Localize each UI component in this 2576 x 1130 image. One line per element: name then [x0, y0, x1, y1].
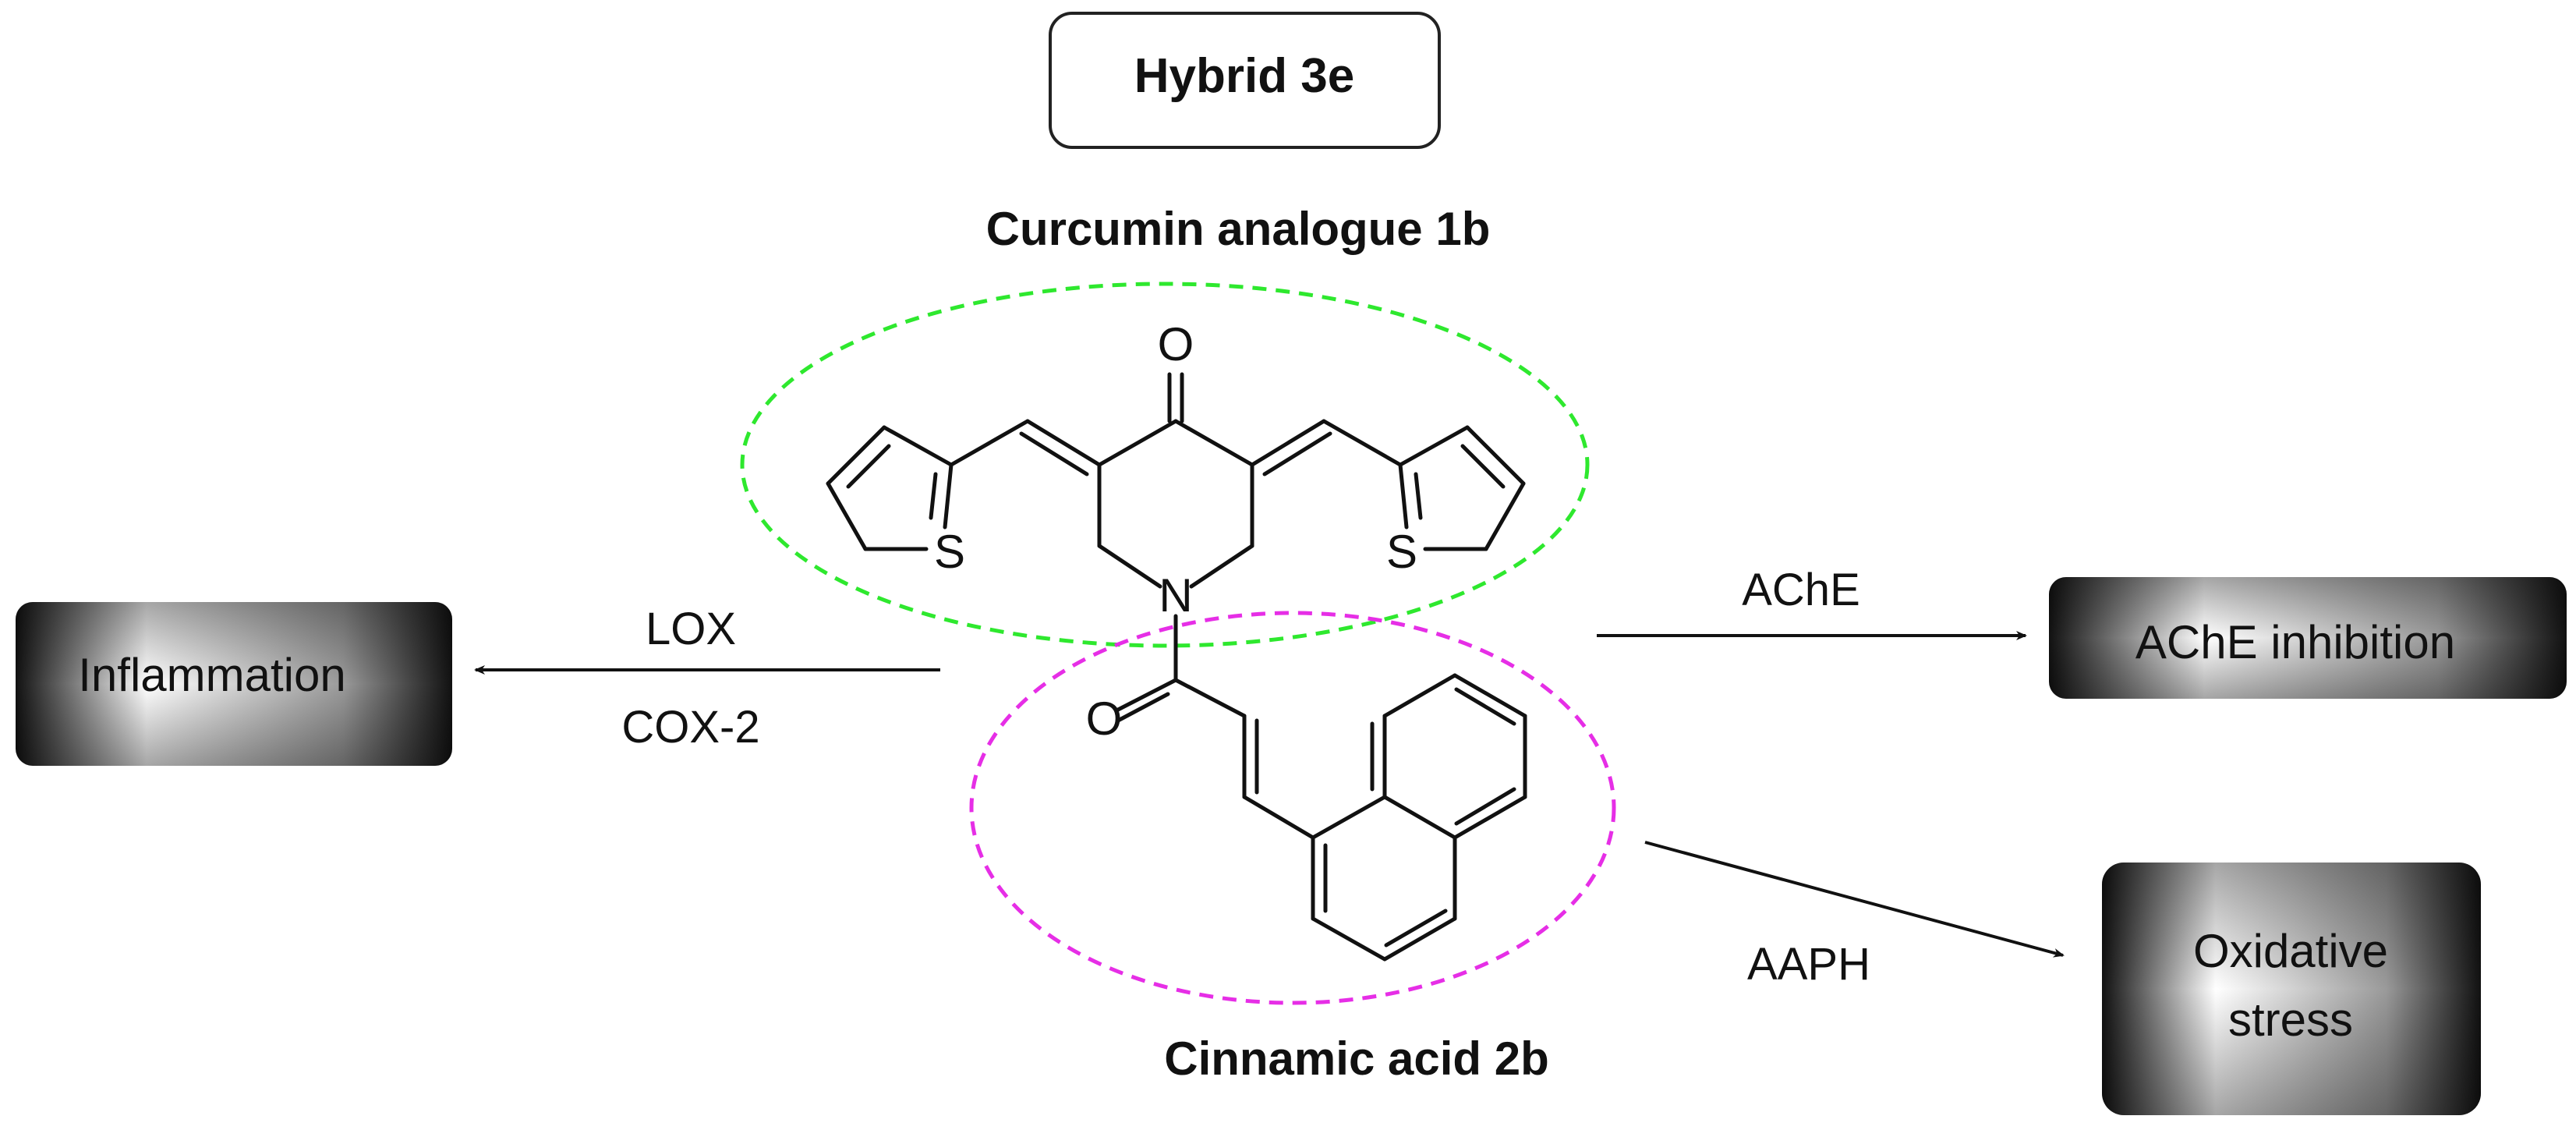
curcumin-ellipse	[740, 282, 1590, 648]
ache-inhibition-box: AChE inhibition	[2049, 577, 2567, 699]
curcumin-label: Curcumin analogue 1b	[986, 203, 1491, 255]
molecule-structure	[826, 372, 1527, 962]
ketone-oxygen-label: O	[1158, 318, 1194, 370]
sulfur-left-label: S	[934, 526, 965, 578]
nitrogen-label: N	[1159, 569, 1192, 622]
lox-label: LOX	[646, 604, 736, 654]
hybrid-title: Hybrid 3e	[1134, 49, 1355, 103]
cinnamic-label: Cinnamic acid 2b	[1164, 1033, 1548, 1085]
cox2-label: COX-2	[621, 702, 759, 753]
sulfur-right-label: S	[1386, 526, 1417, 578]
oxidative-stress-box: Oxidative stress	[2102, 863, 2481, 1115]
amide-oxygen-label: O	[1086, 693, 1123, 745]
ache-inhibition-text: AChE inhibition	[2135, 616, 2455, 668]
oxidative-stress-line1: Oxidative	[2193, 925, 2388, 977]
hybrid-title-box	[1049, 12, 1441, 149]
inflammation-box: Inflammation	[16, 602, 452, 766]
ache-label: AChE	[1742, 565, 1860, 615]
inflammation-text: Inflammation	[78, 649, 345, 701]
aaph-label: AAPH	[1747, 939, 1870, 990]
arrow-to-oxidative-stress	[1644, 841, 2065, 958]
cinnamic-ellipse	[969, 611, 1616, 1005]
oxidative-stress-line2: stress	[2228, 994, 2353, 1046]
